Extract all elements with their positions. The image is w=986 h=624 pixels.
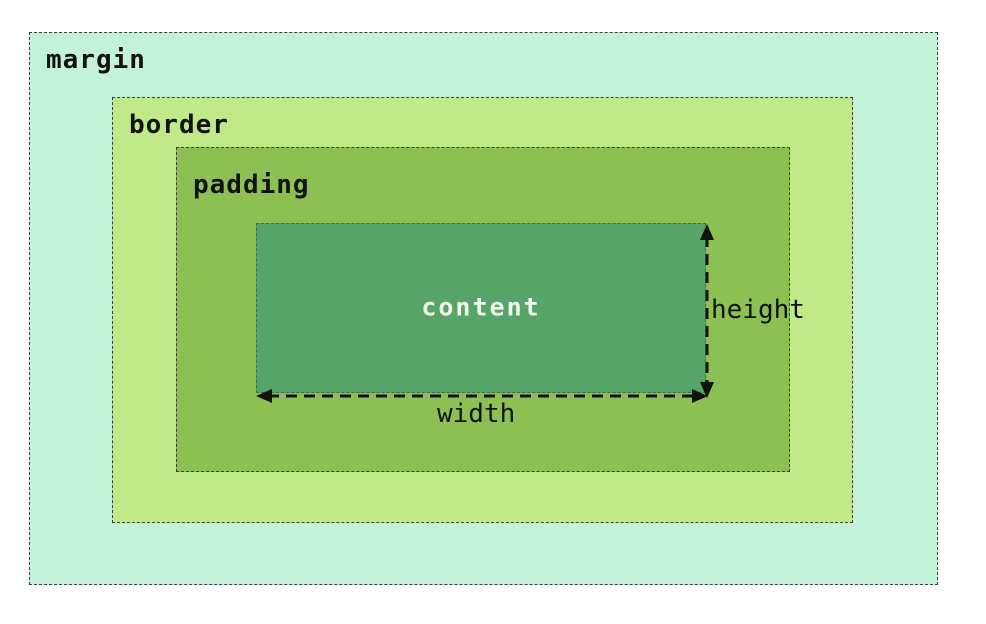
content-box: content xyxy=(256,223,706,393)
border-box: border padding content xyxy=(112,97,853,523)
margin-box: margin border padding content xyxy=(29,32,938,585)
width-label: width xyxy=(437,399,516,429)
height-label: height xyxy=(711,295,805,325)
margin-label: margin xyxy=(46,45,146,75)
content-label: content xyxy=(421,292,541,322)
padding-label: padding xyxy=(193,170,310,200)
padding-box: padding content xyxy=(176,147,790,472)
border-label: border xyxy=(129,110,229,140)
